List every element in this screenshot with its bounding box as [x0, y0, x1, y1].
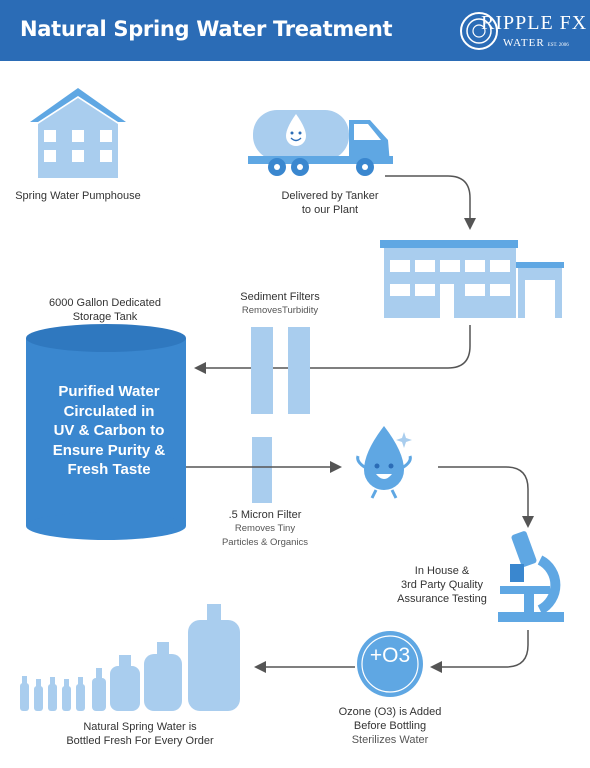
logo-est: EST. 2006 — [547, 43, 569, 48]
ozone-circle-icon — [357, 631, 423, 697]
tanker-label-line1: Delivered by Tanker — [281, 190, 379, 202]
bottled-line2: Bottled Fresh For Every Order — [66, 735, 214, 747]
logo-wordmark: RIPPLE FX — [481, 12, 588, 34]
bottles-icon — [20, 604, 240, 711]
sediment-title: Sediment Filters — [240, 291, 320, 303]
micron-subtitle-line2: Particles & Organics — [221, 537, 309, 548]
tank-text-line4: Ensure Purity & — [52, 441, 166, 459]
tanker-truck-icon — [248, 110, 393, 176]
plant-building-icon — [380, 240, 564, 318]
ozone-line1: Ozone (O3) is Added — [338, 706, 442, 718]
micron-filter-label: .5 Micron Filter Removes Tiny Particles … — [200, 508, 330, 550]
sediment-filters-icon — [251, 327, 310, 414]
tank-text-line5: Fresh Taste — [67, 461, 151, 478]
logo-water: WATER — [503, 37, 545, 49]
pumphouse-icon — [30, 88, 126, 178]
bottled-line1: Natural Spring Water is — [83, 721, 197, 733]
testing-label: In House & 3rd Party Quality Assurance T… — [382, 564, 502, 606]
pumphouse-label: Spring Water Pumphouse — [15, 190, 141, 202]
testing-line3: Assurance Testing — [397, 593, 487, 605]
sediment-subtitle: RemovesTurbidity — [241, 305, 319, 316]
tank-text-line2: Circulated in — [63, 402, 155, 420]
storage-label-line2: Storage Tank — [72, 311, 138, 323]
tank-text-line1: Purified Water — [58, 383, 160, 400]
ozone-subtitle: Sterilizes Water — [351, 734, 429, 746]
tank-text: Purified Water Circulated in UV & Carbon… — [34, 382, 184, 480]
storage-tank-icon — [26, 324, 186, 540]
sediment-filters-label: Sediment Filters RemovesTurbidity — [215, 290, 345, 318]
storage-tank-label: 6000 Gallon Dedicated Storage Tank — [30, 296, 180, 324]
testing-line1: In House & — [414, 565, 470, 577]
ozone-line2: Before Bottling — [353, 720, 427, 732]
micron-title: .5 Micron Filter — [228, 509, 302, 521]
storage-label-line1: 6000 Gallon Dedicated — [49, 297, 161, 309]
micron-subtitle-line1: Removes Tiny — [234, 523, 296, 534]
droplet-mascot-icon — [356, 426, 412, 499]
ozone-symbol: +O3 — [369, 644, 411, 667]
microscope-icon — [498, 531, 564, 622]
tank-text-line3: UV & Carbon to — [53, 422, 165, 439]
header-bar: Natural Spring Water Treatment RIPPLE FX… — [0, 0, 590, 61]
bottled-label: Natural Spring Water is Bottled Fresh Fo… — [50, 720, 230, 748]
ozone-label: Ozone (O3) is Added Before Bottling Ster… — [320, 705, 460, 747]
micron-filter-icon — [252, 437, 272, 503]
testing-line2: 3rd Party Quality — [401, 579, 483, 591]
ozone-ring-icon — [361, 635, 419, 693]
tanker-label-line2: to our Plant — [301, 204, 359, 216]
tanker-label: Delivered by Tanker to our Plant — [260, 189, 400, 217]
page-title: Natural Spring Water Treatment — [20, 17, 393, 41]
ripple-logo-icon — [460, 12, 498, 50]
